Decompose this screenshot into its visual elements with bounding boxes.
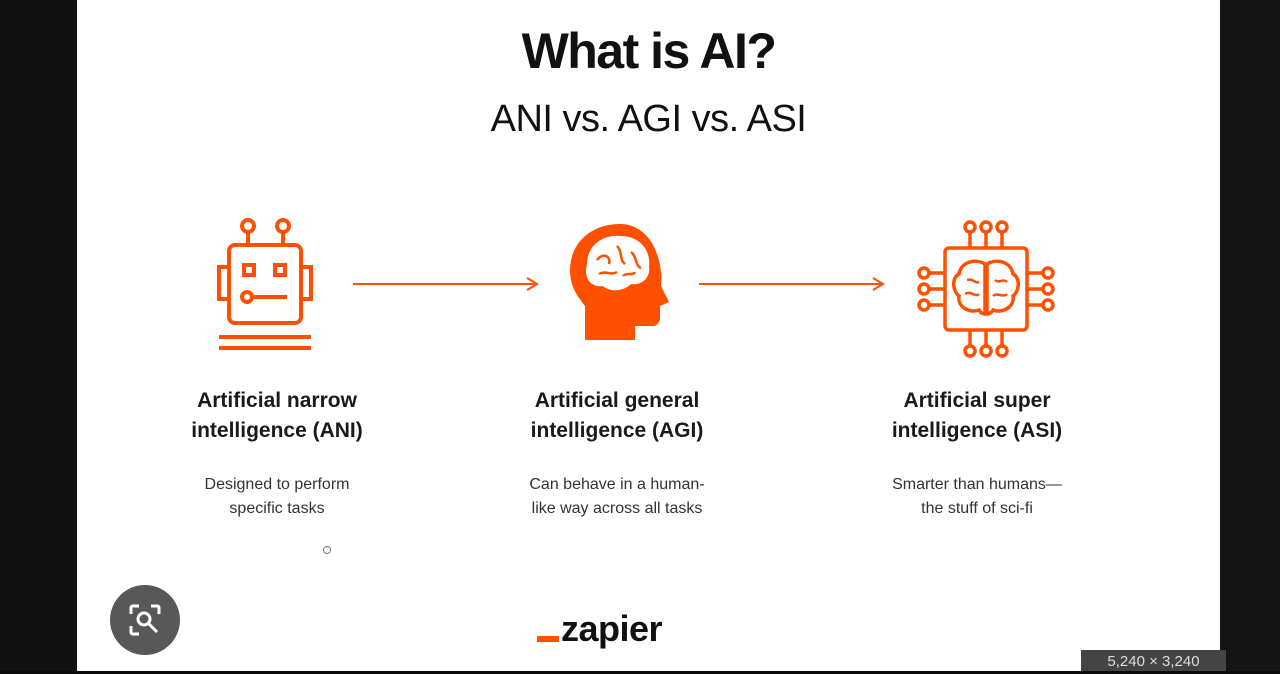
ani-heading: Artificial narrow intelligence (ANI) [191, 389, 363, 442]
agi-heading: Artificial general intelligence (AGI) [530, 389, 704, 442]
zapier-logo: zapier [537, 608, 757, 652]
logo-underscore [537, 636, 559, 642]
logo-text: zapier [561, 608, 663, 649]
slide-subtitle: ANI vs. AGI vs. ASI [490, 98, 807, 140]
asi-heading: Artificial super intelligence (ASI) [891, 389, 1063, 442]
arrow-right-icon [699, 277, 885, 291]
asi-description: Smarter than humans— the stuff of sci-fi [892, 476, 1062, 517]
cursor-marker [323, 546, 331, 554]
left-background-edge [0, 0, 77, 671]
right-background-edge [1220, 0, 1280, 671]
chip-brain-icon [917, 220, 1055, 358]
arrow-right-icon [353, 277, 539, 291]
robot-icon [217, 218, 313, 350]
visual-search-button[interactable] [110, 585, 180, 655]
head-brain-icon [570, 224, 669, 340]
agi-description: Can behave in a human- like way across a… [529, 476, 705, 517]
image-dimensions-badge: 5,240 × 3,240 [1081, 650, 1226, 671]
ani-description: Designed to perform specific tasks [204, 476, 350, 517]
visual-search-icon [129, 604, 161, 636]
slide-image: What is AI? ANI vs. AGI vs. ASI [77, 0, 1220, 671]
slide-title: What is AI? [521, 23, 777, 79]
